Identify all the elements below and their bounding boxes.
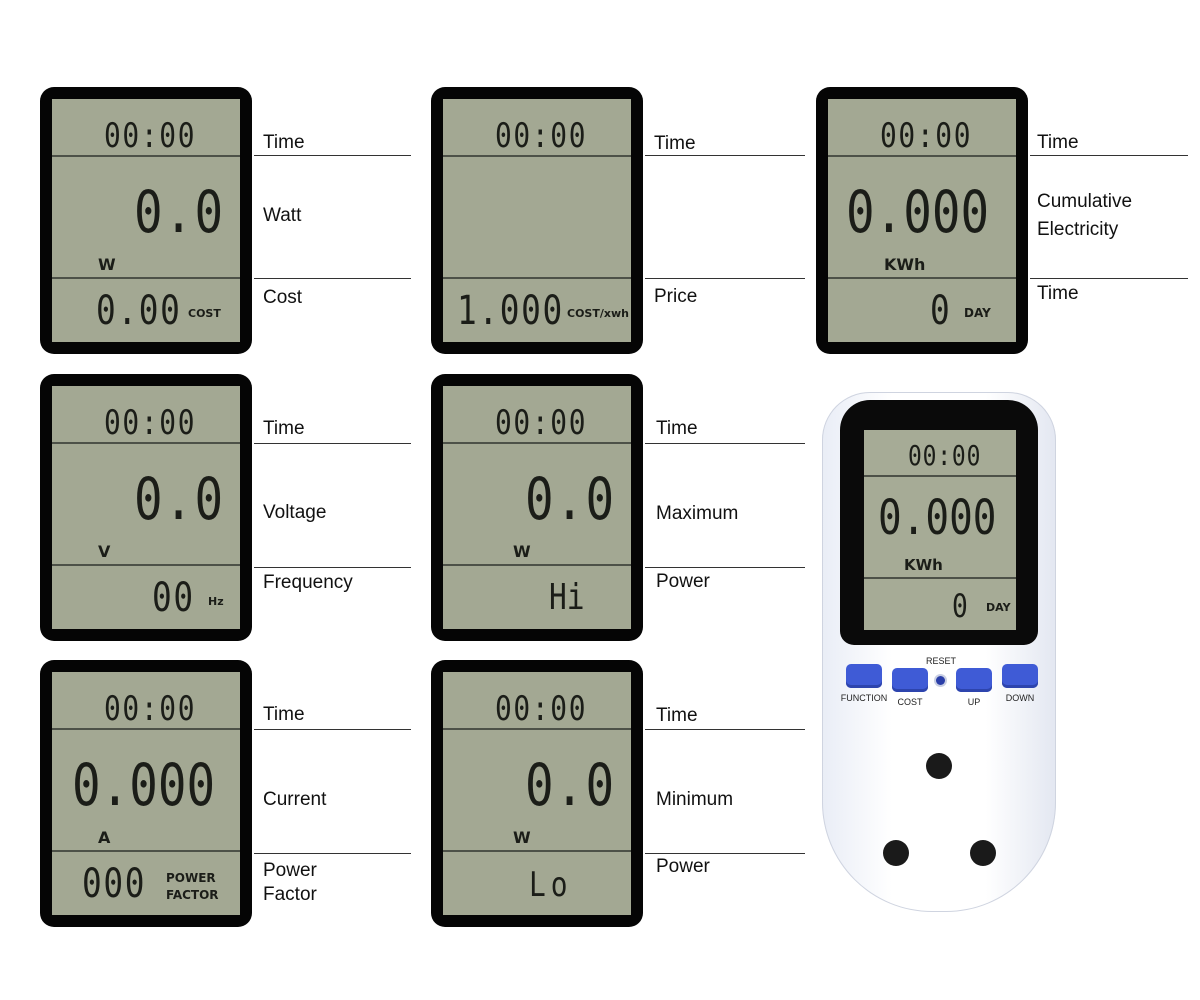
power-meter-device: 00:00 0.000 KWh 0 DAY RESET FUNCTION COS… [822,392,1056,912]
socket-left-hole [883,840,909,866]
label-voltage: Voltage [263,502,327,523]
cost-unit: COST [188,307,221,320]
label-power-factor: Power Factor [263,860,317,905]
lcd-panel-watt: 00:00 0.0 W 0.00 COST [40,87,252,354]
label-time-day: Time [1037,283,1079,304]
function-button[interactable] [846,664,882,688]
lcd-panel-voltage: 00:00 0.0 V 00 Hz [40,374,252,641]
label-power: Power [656,856,710,877]
lcd-panel-cumulative: 00:00 0.000 KWh 0 DAY [816,87,1028,354]
cost-button[interactable] [892,668,928,692]
time-readout: 00:00 [104,403,197,443]
frequency-unit: Hz [208,595,224,608]
device-day-unit: DAY [986,601,1011,614]
up-button-label: UP [967,697,981,707]
label-cumulative-electricity: Cumulative Electricity [1037,191,1133,240]
day-readout: 0 [930,288,952,334]
cost-button-label: COST [897,697,923,707]
label-cost: Cost [263,287,303,308]
label-time: Time [656,418,698,439]
current-readout: 0.000 [72,751,216,819]
lcd-panel-minimum: 00:00 0.0 W Lo [431,660,643,927]
price-readout: 1.000 [457,288,564,334]
down-button-label: DOWN [1005,693,1035,703]
frequency-readout: 00 [152,575,195,621]
label-time: Time [263,418,305,439]
label-time: Time [263,704,305,725]
device-day-readout: 0 [952,587,970,625]
power-factor-readout: 000 [82,861,147,907]
max-power-readout: 0.0 [525,465,616,533]
time-readout: 00:00 [495,689,588,729]
function-button-label: FUNCTION [840,693,888,703]
price-unit: COST/xwh [567,307,629,320]
label-current: Current [263,789,327,810]
reset-label: RESET [926,656,957,666]
time-readout: 00:00 [495,403,588,443]
unit-label: W [513,542,531,561]
label-maximum: Maximum [656,503,739,524]
socket-earth-hole [926,753,952,779]
unit-label: KWh [884,255,926,274]
label-time: Time [263,132,305,153]
device-display-bezel: 00:00 0.000 KWh 0 DAY [840,400,1038,645]
unit-label: V [98,542,111,561]
cost-readout: 0.00 [96,288,182,334]
label-time: Time [654,133,696,154]
lcd-panel-current: 00:00 0.000 A 000 POWER FACTOR [40,660,252,927]
label-minimum: Minimum [656,789,734,810]
device-kwh-readout: 0.000 [878,490,997,546]
label-time: Time [1037,132,1079,153]
device-lcd: 00:00 0.000 KWh 0 DAY [864,430,1016,630]
min-power-readout: 0.0 [525,751,616,819]
unit-label: A [98,828,111,847]
power-factor-unit: POWER FACTOR [166,871,219,902]
label-power: Power [656,571,710,592]
time-readout: 00:00 [880,116,973,156]
label-watt: Watt [263,205,302,226]
time-readout: 00:00 [104,116,197,156]
time-readout: 00:00 [104,689,197,729]
unit-label: W [513,828,531,847]
up-button[interactable] [956,668,992,692]
reset-button[interactable] [936,676,945,685]
lcd-panel-maximum: 00:00 0.0 W Hi [431,374,643,641]
unit-label: W [98,255,116,274]
lcd-panel-price: 00:00 1.000 COST/xwh [431,87,643,354]
label-time: Time [656,705,698,726]
kwh-readout: 0.000 [846,178,990,246]
time-readout: 00:00 [495,116,588,156]
day-unit: DAY [964,306,991,320]
hi-indicator: Hi [549,577,585,618]
voltage-readout: 0.0 [134,465,225,533]
label-price: Price [654,286,698,307]
device-unit: KWh [904,556,943,574]
label-frequency: Frequency [263,572,353,593]
down-button[interactable] [1002,664,1038,688]
lo-indicator: Lo [529,865,573,905]
device-time-readout: 00:00 [908,439,982,472]
socket-right-hole [970,840,996,866]
watt-readout: 0.0 [134,178,225,246]
